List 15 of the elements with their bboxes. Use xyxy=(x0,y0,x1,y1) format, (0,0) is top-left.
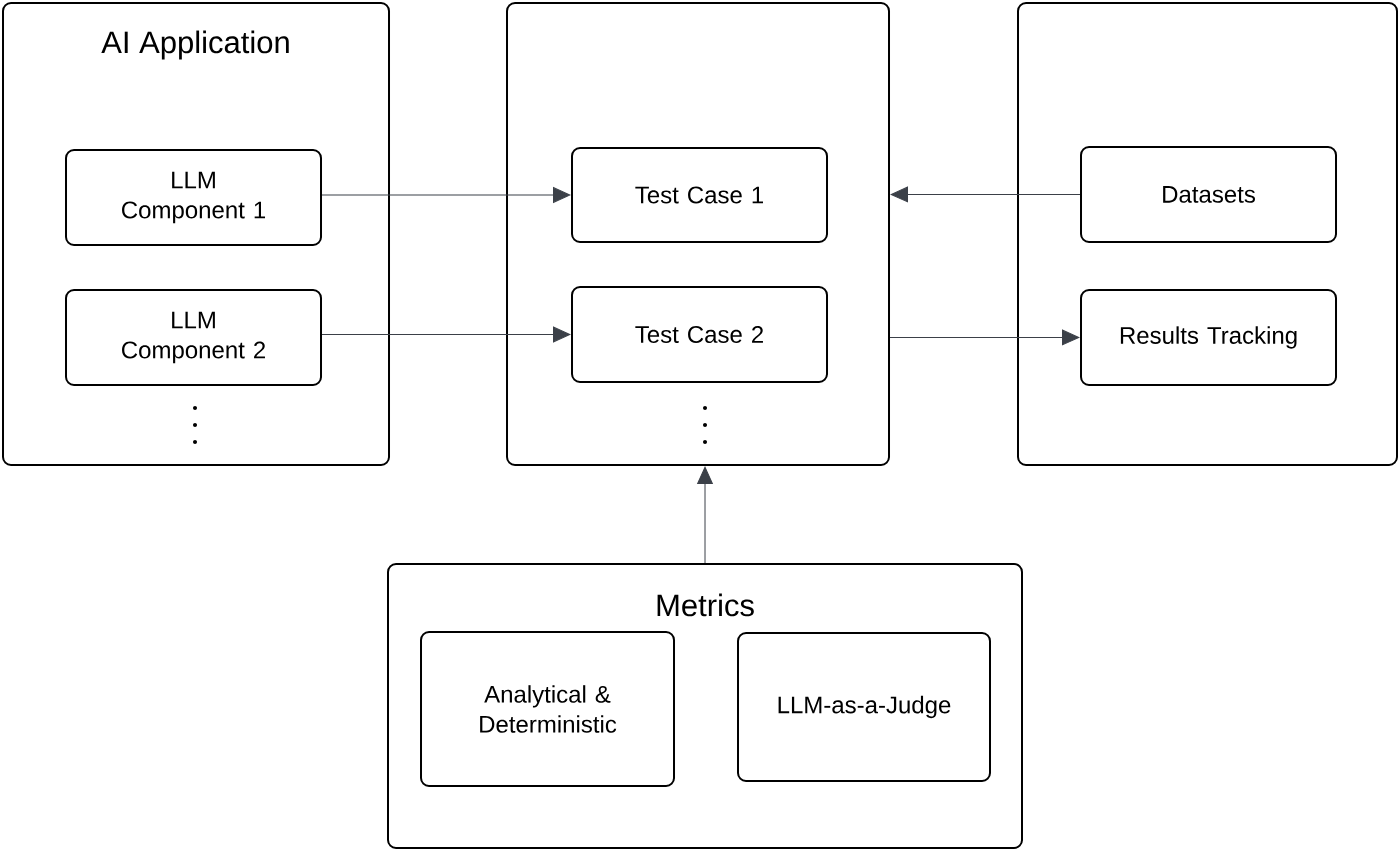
process-box: LLM-as-a-Judge xyxy=(737,632,991,782)
process-box: Test Case 2 xyxy=(571,286,828,383)
arrow xyxy=(890,186,1081,203)
arrow xyxy=(321,326,571,343)
process-box: LLM Component 1 xyxy=(65,149,322,246)
process-box: LLM Component 2 xyxy=(65,289,322,386)
process-box: Results Tracking xyxy=(1080,289,1337,386)
group-box xyxy=(1017,2,1398,466)
process-box: Analytical & Deterministic xyxy=(420,631,675,787)
group-box xyxy=(506,2,890,466)
process-box: Test Case 1 xyxy=(571,147,828,243)
arrow xyxy=(889,329,1080,346)
process-box: Datasets xyxy=(1080,146,1337,243)
arrow xyxy=(697,466,713,564)
arrow xyxy=(321,187,571,203)
